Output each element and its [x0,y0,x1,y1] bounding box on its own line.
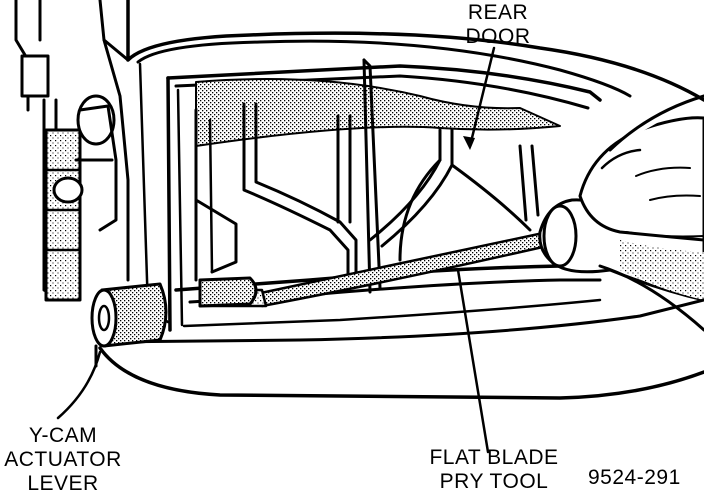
window-frame-top [174,74,590,110]
y-rib-i [518,144,528,222]
hand-finger [608,94,704,152]
y-rib-h [398,158,442,262]
label-ycam-line1: Y-CAM [28,424,98,447]
y-rib-j [530,144,540,217]
ycam-lever-hole [97,304,111,332]
label-rear-door-line1: REAR [467,1,529,24]
hinge-roller-2 [52,176,84,204]
ycam-lever-body [100,282,168,348]
leader-ycam [56,350,102,420]
lower-sill-inner [182,298,602,328]
y-rib-f [380,128,454,248]
door-panel-outline [126,0,704,102]
tool-handle-end [542,204,578,268]
hand-creases [625,166,704,238]
hand-shading [620,240,704,300]
figure-id: 9524-291 [588,466,681,489]
label-flat-blade-pry-tool: FLAT BLADE PRY TOOL [424,446,564,494]
hand-thumb [578,116,704,242]
vertical-rod [362,58,382,290]
door-bottom-inner [106,298,704,344]
hinge-block-1 [20,54,50,98]
label-flat-blade-line1: FLAT BLADE [429,446,559,469]
label-flat-blade-line2: PRY TOOL [439,470,549,493]
hinge-upper-arm [102,38,130,282]
window-frame-left [166,76,172,332]
y-rib-b [254,102,358,277]
label-ycam-line2: ACTUATOR [4,448,122,471]
door-panel-inner-top [136,39,632,98]
lever-stub [198,276,258,308]
right-door-edge [598,264,704,332]
y-rib-a [242,102,350,282]
door-bottom-outer [98,346,704,400]
leader-rear-door [468,46,496,148]
label-rear-door: REAR DOOR [452,1,544,49]
label-rear-door-line2: DOOR [465,25,531,48]
lower-sill-channel [188,278,602,304]
hinge-stack-detail [44,168,82,252]
label-ycam-line3: LEVER [27,472,99,495]
hinge-stack [44,128,82,302]
leader-flat-blade [456,268,490,454]
vertical-rod-b [362,58,372,294]
hinge-arm [74,104,118,232]
y-rib-g [450,163,532,232]
leader-arrowhead-rear-door [463,136,475,150]
inner-bracket [194,198,238,274]
window-frame-outer [166,64,602,102]
label-ycam-actuator-lever: Y-CAM ACTUATOR LEVER [0,424,126,496]
inner-rib-left-b [208,118,214,274]
hand-nail [600,148,642,170]
window-frame-left-inner [176,88,184,327]
